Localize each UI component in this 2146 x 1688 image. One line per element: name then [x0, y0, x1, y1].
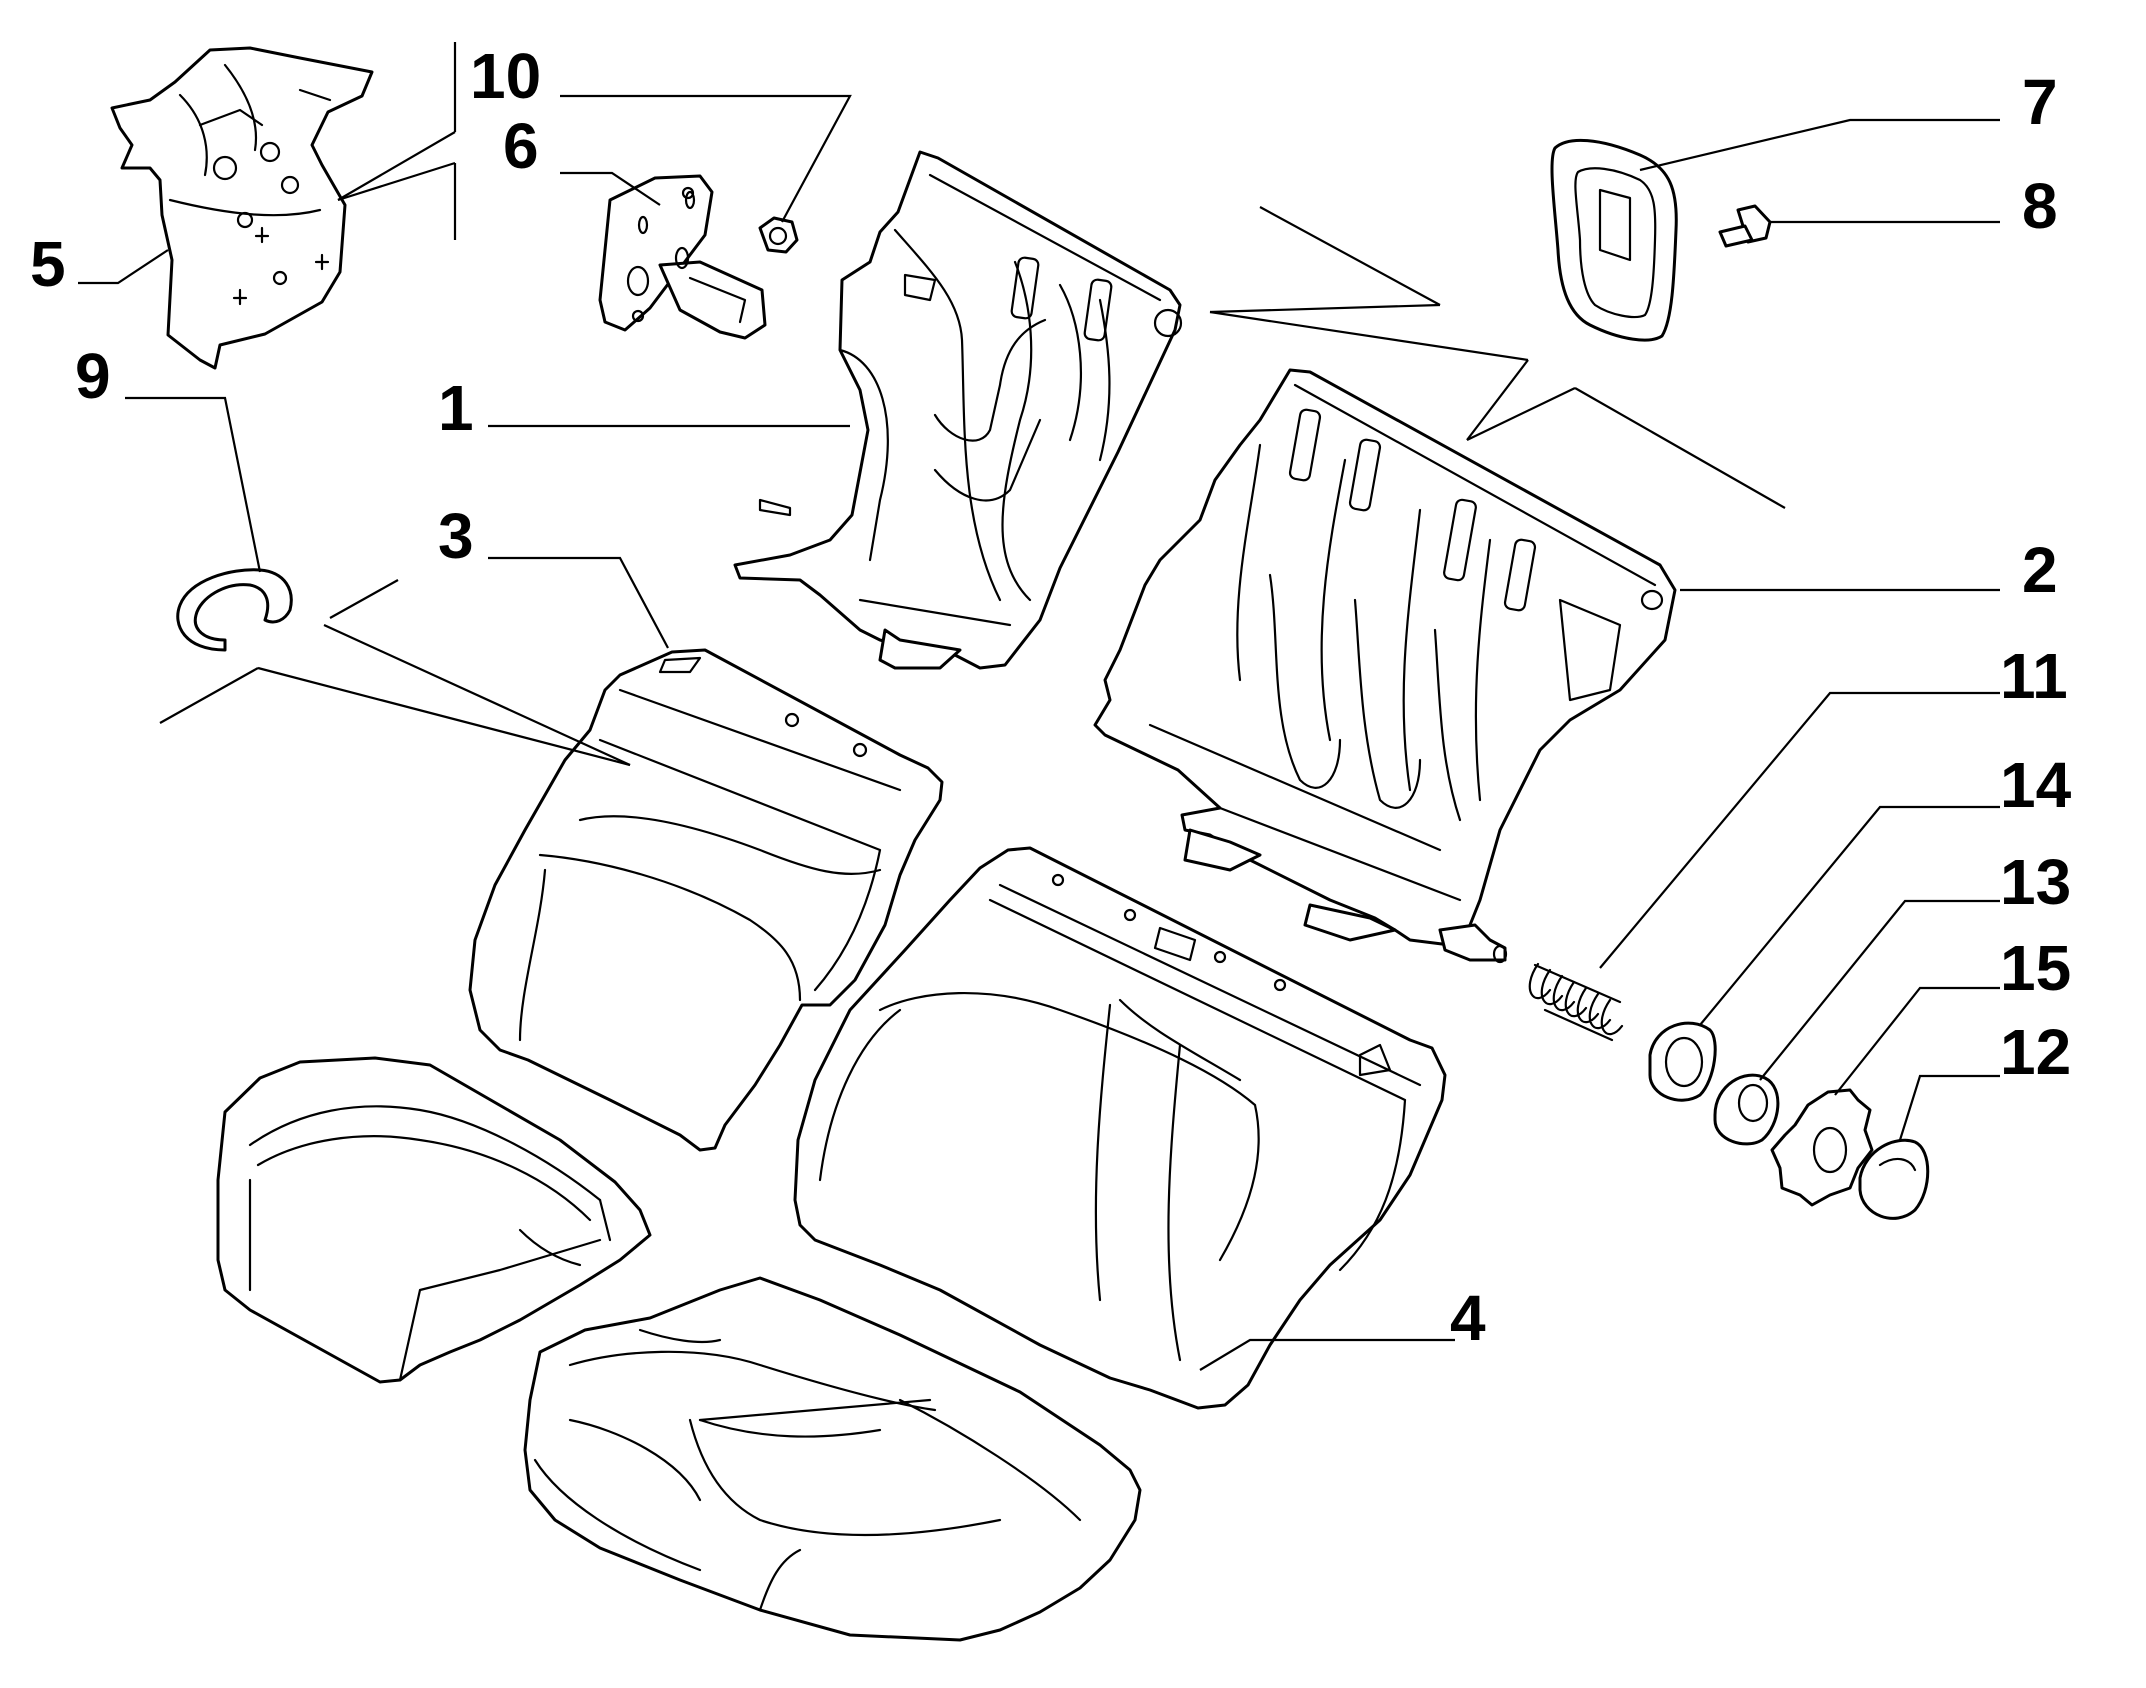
- callout-4: 4: [1450, 1282, 1486, 1354]
- part-5-side-bracket: [110, 46, 374, 370]
- callout-5: 5: [30, 228, 66, 300]
- leader-3: [488, 556, 669, 649]
- leader-6: [560, 171, 661, 206]
- callout-1: 1: [438, 372, 474, 444]
- part-9-clip: [176, 568, 293, 652]
- callout-7: 7: [2022, 66, 2058, 138]
- callout-11: 11: [2000, 640, 2068, 712]
- callout-12: 12: [2000, 1016, 2071, 1088]
- callout-13: 13: [2000, 846, 2071, 918]
- part-4-right-backrest-cover: [793, 846, 1447, 1410]
- callout-9: 9: [75, 340, 111, 412]
- part-7-handle-bezel: [1550, 138, 1678, 342]
- callout-8: 8: [2022, 170, 2058, 242]
- callout-2: 2: [2022, 534, 2058, 606]
- left-seat-cushion: [216, 1056, 652, 1384]
- leader-5: [78, 249, 169, 285]
- callout-6: 6: [503, 110, 539, 182]
- part-11-spring: [1528, 962, 1624, 1042]
- leader-13: [1759, 899, 2000, 1081]
- callout-15: 15: [2000, 932, 2071, 1004]
- leader-14: [1699, 805, 2000, 1026]
- leader-7: [1639, 118, 2000, 172]
- part-3-left-backrest-cover: [468, 648, 944, 1152]
- part-14-bushing: [1648, 1021, 1717, 1102]
- part-13-washer: [1713, 1073, 1780, 1146]
- part-6-hinge-bracket: [598, 174, 767, 340]
- part-2-right-backrest-frame: [1093, 368, 1677, 964]
- leader-lines: [78, 94, 2000, 1371]
- leader-15: [1834, 986, 2000, 1096]
- leader-12: [1898, 1074, 2000, 1141]
- part-15-knob: [1770, 1088, 1874, 1207]
- right-seat-cushion: [523, 1276, 1142, 1642]
- part-8-screw: [1718, 204, 1772, 248]
- leader-10: [560, 94, 852, 223]
- part-12-cap: [1858, 1138, 1930, 1220]
- reference-lines: [159, 42, 1786, 767]
- callout-14: 14: [2000, 749, 2072, 821]
- leader-11: [1599, 691, 2000, 969]
- callout-3: 3: [438, 500, 474, 572]
- part-1-left-backrest-frame: [733, 150, 1183, 670]
- callout-10: 10: [470, 40, 541, 112]
- leader-4: [1199, 1338, 1455, 1371]
- leader-9: [125, 396, 262, 573]
- part-10-nut: [758, 216, 799, 254]
- callout-labels: 1 2 3 4 5 6 7 8 9 10 11 12 13 14 15: [30, 40, 2072, 1354]
